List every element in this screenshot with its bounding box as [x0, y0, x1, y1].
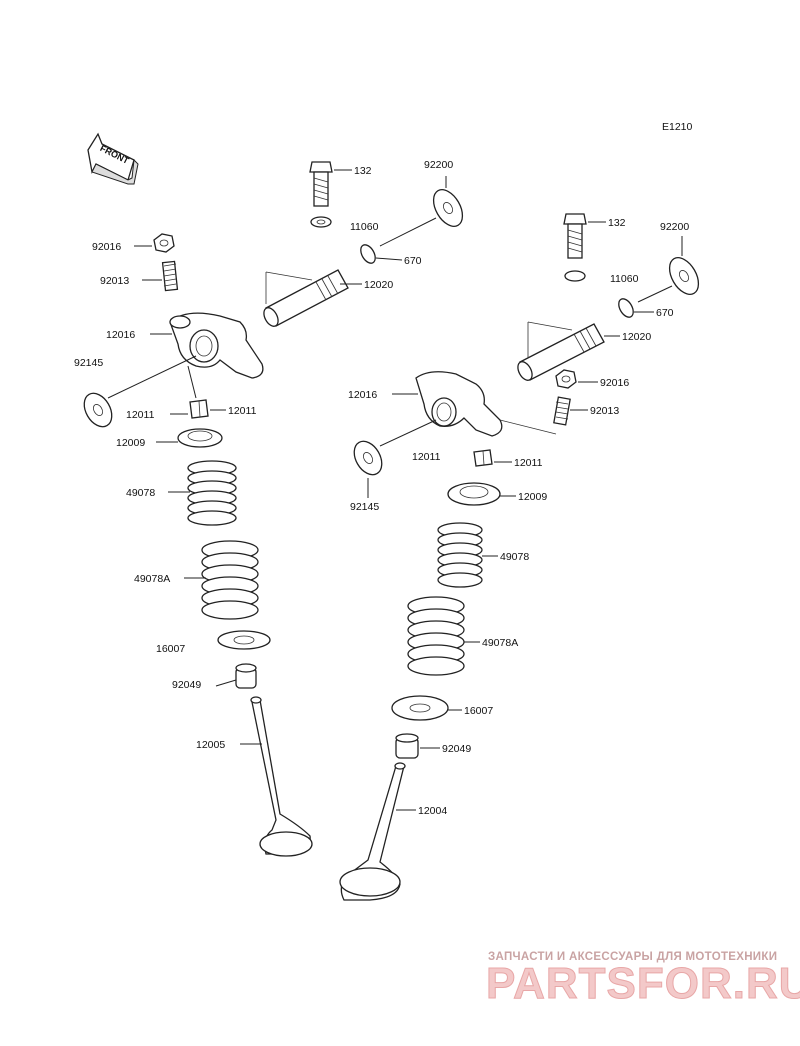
part-label-12020: 12020 [364, 279, 393, 291]
spring-seat-16007-right [391, 695, 449, 721]
valve-seal-92049-left [235, 663, 257, 689]
part-label-49078: 49078 [126, 487, 155, 499]
bolt-132-right [563, 213, 587, 282]
part-label-16007: 16007 [156, 643, 185, 655]
diagram-code: E1210 [662, 121, 693, 133]
spring-retainer-12009-right [447, 482, 501, 506]
part-label-92013: 92013 [100, 275, 129, 287]
part-label-12011b: 12011 [514, 457, 543, 469]
retainer-keys-12011-right [473, 449, 493, 467]
watermark-brand: PARTSFOR.RU [486, 959, 800, 1008]
part-label-12020: 12020 [622, 331, 651, 343]
nut-92016-left [153, 233, 175, 253]
rocker-arm-12016-right [415, 371, 503, 437]
nut-92016-right [555, 369, 577, 389]
washer-92145-right [353, 440, 383, 476]
outer-spring-49078A-right [407, 596, 465, 676]
part-label-49078A: 49078A [134, 573, 170, 585]
rocker-arm-12016-left [169, 312, 264, 379]
part-label-92016: 92016 [600, 377, 629, 389]
front-arrow-icon: FRONT [87, 132, 139, 185]
part-label-670: 670 [656, 307, 674, 319]
spring-seat-16007-left [217, 630, 271, 650]
screw-92013-right [553, 396, 571, 426]
part-label-92145: 92145 [74, 357, 103, 369]
left-assembly: 132 92200 11060 670 12020 92016 [74, 159, 464, 857]
part-label-11060: 11060 [610, 273, 639, 285]
part-label-92049: 92049 [442, 743, 471, 755]
part-label-12005: 12005 [196, 739, 225, 751]
screw-92013-left [161, 260, 179, 292]
part-label-92200: 92200 [660, 221, 689, 233]
part-label-12016: 12016 [348, 389, 377, 401]
rocker-shaft-12020-left [263, 269, 349, 327]
part-label-12011a: 12011 [412, 451, 441, 463]
part-label-12011a: 12011 [126, 409, 155, 421]
part-label-11060: 11060 [350, 221, 379, 233]
part-label-132: 132 [354, 165, 372, 177]
part-label-12009: 12009 [518, 491, 547, 503]
part-label-132: 132 [608, 217, 626, 229]
spring-retainer-12009-left [177, 428, 223, 448]
part-label-670: 670 [404, 255, 422, 267]
valve-seal-92049-right [395, 733, 419, 759]
o-ring-670-right [618, 298, 634, 318]
valve-12005-left [250, 696, 313, 857]
part-label-92013: 92013 [590, 405, 619, 417]
part-label-16007: 16007 [464, 705, 493, 717]
bolt-132-left [309, 161, 333, 228]
washer-92145-left [83, 392, 113, 428]
rocker-shaft-12020-right [517, 323, 605, 381]
part-label-12009: 12009 [116, 437, 145, 449]
right-assembly: 132 92200 11060 670 12020 92016 [339, 213, 700, 901]
outer-spring-49078A-left [201, 540, 259, 620]
watermark: ЗАПЧАСТИ И АКСЕССУАРЫ ДЛЯ МОТОТЕХНИКИ PA… [486, 951, 800, 1009]
part-label-49078: 49078 [500, 551, 529, 563]
part-label-92049: 92049 [172, 679, 201, 691]
inner-spring-49078-left [187, 460, 237, 526]
o-ring-670-left [360, 244, 376, 264]
part-label-49078A: 49078A [482, 637, 518, 649]
washer-92200-left [432, 189, 464, 227]
inner-spring-49078-right [437, 522, 483, 588]
part-label-12016: 12016 [106, 329, 135, 341]
watermark-tagline: ЗАПЧАСТИ И АКСЕССУАРЫ ДЛЯ МОТОТЕХНИКИ [488, 951, 777, 963]
part-label-92200: 92200 [424, 159, 453, 171]
retainer-keys-12011-left [189, 399, 209, 419]
washer-92200-right [668, 257, 700, 295]
part-label-12004: 12004 [418, 805, 447, 817]
valve-12004-right [339, 762, 406, 901]
part-label-92145: 92145 [350, 501, 379, 513]
part-label-12011b: 12011 [228, 405, 257, 417]
part-label-92016: 92016 [92, 241, 121, 253]
